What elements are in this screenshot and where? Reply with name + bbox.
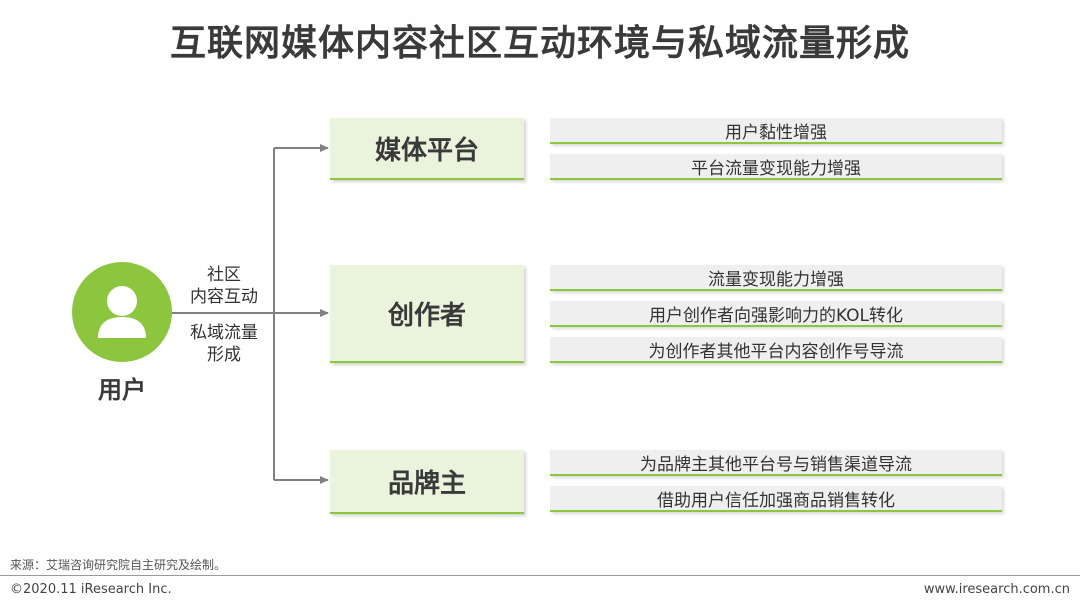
source-note: 来源：艾瑞咨询研究院自主研究及绘制。 — [10, 558, 227, 572]
copyright-text: ©2020.11 iResearch Inc. — [10, 582, 172, 597]
brand-owner-box: 品牌主 — [330, 450, 524, 514]
detail-item: 用户创作者向强影响力的KOL转化 — [550, 301, 1002, 327]
edge-label-bottom: 私域流量 形成 — [174, 322, 274, 366]
media-platform-box: 媒体平台 — [330, 118, 524, 180]
footer-divider — [0, 575, 1080, 576]
user-avatar — [72, 262, 172, 362]
detail-item: 平台流量变现能力增强 — [550, 154, 1002, 180]
detail-item: 流量变现能力增强 — [550, 265, 1002, 291]
page-title: 互联网媒体内容社区互动环境与私域流量形成 — [169, 23, 910, 64]
detail-item: 借助用户信任加强商品销售转化 — [550, 486, 1002, 512]
edge-label-line: 形成 — [207, 345, 241, 365]
edge-label-line: 社区 — [207, 265, 241, 285]
user-icon — [98, 286, 146, 338]
detail-item: 用户黏性增强 — [550, 118, 1002, 144]
detail-item: 为品牌主其他平台号与销售渠道导流 — [550, 450, 1002, 476]
user-label: 用户 — [98, 376, 146, 404]
detail-item: 为创作者其他平台内容创作号导流 — [550, 337, 1002, 363]
edge-label-line: 私域流量 — [190, 323, 258, 343]
edge-label-line: 内容互动 — [190, 287, 258, 307]
website-link[interactable]: www.iresearch.com.cn — [923, 582, 1070, 597]
edge-label-top: 社区 内容互动 — [174, 264, 274, 308]
creator-box: 创作者 — [330, 265, 524, 363]
